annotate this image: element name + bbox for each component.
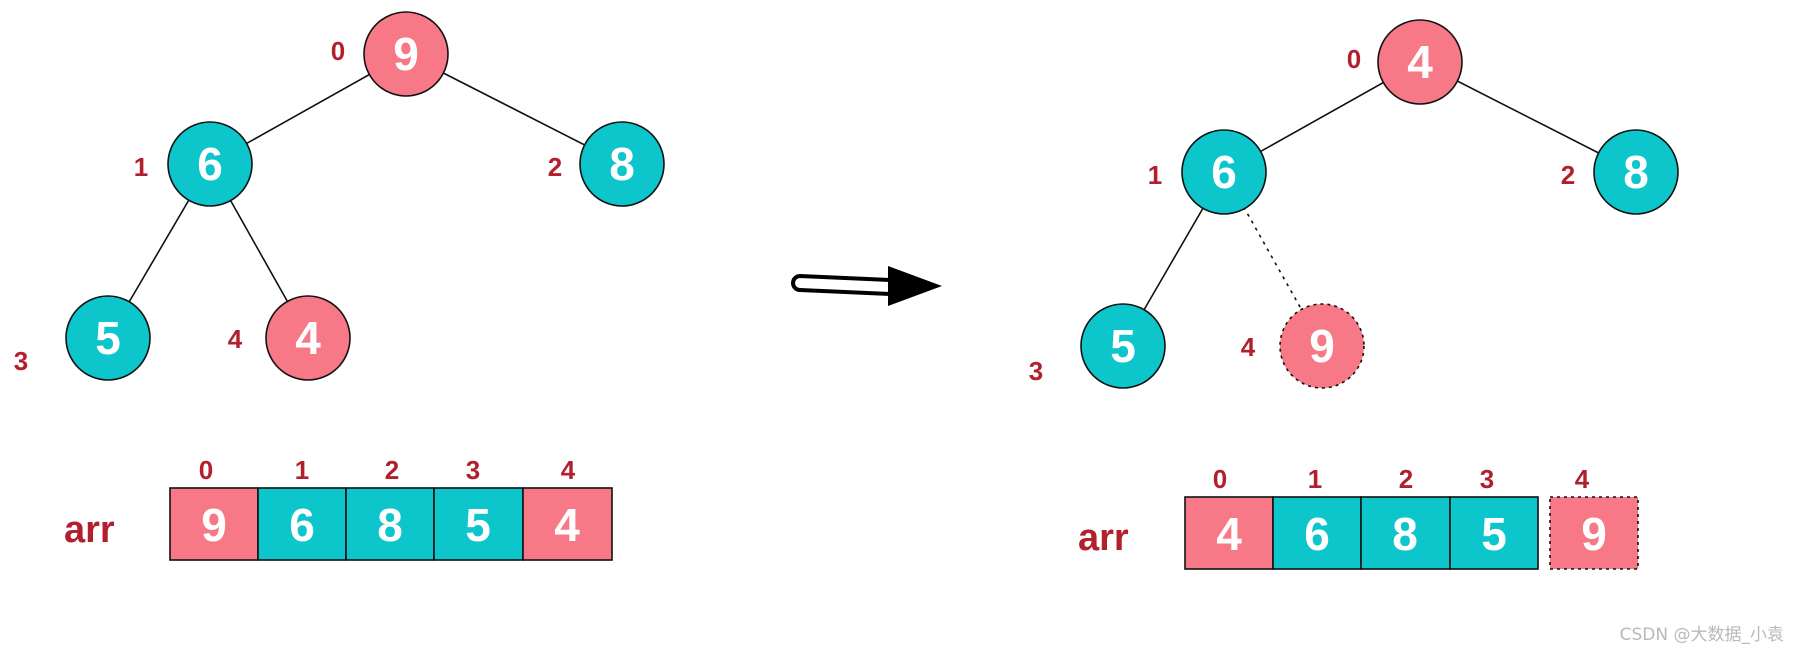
left-array-cell-1-box [257,487,347,561]
right-node-4-circle [1279,303,1365,389]
right-node-4-value: 9 [1309,320,1335,372]
left-array-cell-2-value: 8 [377,499,403,551]
right-array-index-0: 0 [1213,464,1227,494]
left-array-index-1: 1 [295,455,309,485]
left-node-4-value: 4 [295,312,321,364]
left-node-2-index: 2 [548,152,562,182]
left-tree: 9 0 6 1 8 2 5 3 4 4 [14,11,665,381]
right-node-2: 8 [1593,129,1679,215]
right-arrow-icon [791,266,942,306]
right-array-cell-3-box [1449,496,1539,570]
right-node-0: 4 [1377,19,1463,105]
watermark: CSDN @大数据_小袁 [1620,625,1784,645]
right-array-cell-1-box [1272,496,1362,570]
left-node-4-circle [265,295,351,381]
left-node-3-index: 3 [14,346,28,376]
left-array-cell-0: 9 [169,487,259,561]
right-array-index-2: 2 [1399,464,1413,494]
right-node-1-index: 1 [1148,160,1162,190]
left-node-2-circle [579,121,665,207]
left-node-3-circle [65,295,151,381]
right-node-2-index: 2 [1561,160,1575,190]
left-node-2: 8 [579,121,665,207]
left-node-1-circle [167,121,253,207]
left-array-index-0: 0 [199,455,213,485]
right-node-1-value: 6 [1211,146,1237,198]
right-array-cell-0-value: 4 [1216,508,1242,560]
right-array-cell-2-box [1360,496,1451,570]
right-node-0-circle [1377,19,1463,105]
left-array-cell-3-value: 5 [465,499,491,551]
right-node-0-value: 4 [1407,36,1433,88]
right-array-cell-3: 5 [1449,496,1539,570]
left-array-cell-0-value: 9 [201,499,227,551]
right-array-cell-0: 4 [1184,496,1274,570]
left-node-4: 4 [265,295,351,381]
right-array-index-3: 3 [1480,464,1494,494]
right-array-label: arr [1078,517,1129,559]
right-array-cell-0-box [1184,496,1274,570]
right-node-4: 9 [1279,303,1365,389]
right-node-1-circle [1181,129,1267,215]
left-array: arr 0 1 2 3 4 9 6 8 5 4 [64,455,613,561]
left-array-cell-3: 5 [433,487,524,561]
left-node-0-index: 0 [331,36,345,66]
left-node-4-index: 4 [228,324,243,354]
left-node-1-index: 1 [134,152,148,182]
right-array-cell-4-box [1549,496,1639,570]
left-node-2-value: 8 [609,138,635,190]
left-node-3-value: 5 [95,312,121,364]
right-array-index-4: 4 [1575,464,1590,494]
left-node-0-value: 9 [393,28,419,80]
right-array-index-1: 1 [1308,464,1322,494]
arrow-head [888,266,942,306]
left-array-label: arr [64,509,115,551]
right-node-3-circle [1080,303,1166,389]
right-array: arr 0 1 2 3 4 4 6 8 5 9 [1078,464,1639,570]
left-array-index-2: 2 [385,455,399,485]
right-node-2-circle [1593,129,1679,215]
left-array-index-4: 4 [561,455,576,485]
right-node-1: 6 [1181,129,1267,215]
left-node-1: 6 [167,121,253,207]
right-node-3-index: 3 [1029,356,1043,386]
left-array-cell-4: 4 [522,487,613,561]
left-array-cell-2: 8 [345,487,435,561]
left-array-cell-3-box [433,487,524,561]
left-node-3: 5 [65,295,151,381]
right-node-4-index: 4 [1241,332,1256,362]
right-array-cell-4-value: 9 [1581,508,1607,560]
left-node-0: 9 [363,11,449,97]
left-node-0-circle [363,11,449,97]
left-array-cell-4-box [522,487,613,561]
right-tree: 4 0 6 1 8 2 5 3 9 4 [1029,19,1679,389]
right-node-3-value: 5 [1110,320,1136,372]
left-array-cell-1-value: 6 [289,499,315,551]
right-array-cell-1: 6 [1272,496,1362,570]
left-array-cell-1: 6 [257,487,347,561]
left-array-cell-0-box [169,487,259,561]
right-array-cell-1-value: 6 [1304,508,1330,560]
right-node-3: 5 [1080,303,1166,389]
left-node-1-value: 6 [197,138,223,190]
left-array-index-3: 3 [466,455,480,485]
left-array-cell-2-box [345,487,435,561]
left-array-cell-4-value: 4 [554,499,580,551]
right-node-0-index: 0 [1347,44,1361,74]
right-array-cell-2-value: 8 [1392,508,1418,560]
right-array-cell-2: 8 [1360,496,1451,570]
right-node-2-value: 8 [1623,146,1649,198]
arrow-shaft [791,274,892,296]
right-array-cell-4: 9 [1549,496,1639,570]
right-array-cell-3-value: 5 [1481,508,1507,560]
